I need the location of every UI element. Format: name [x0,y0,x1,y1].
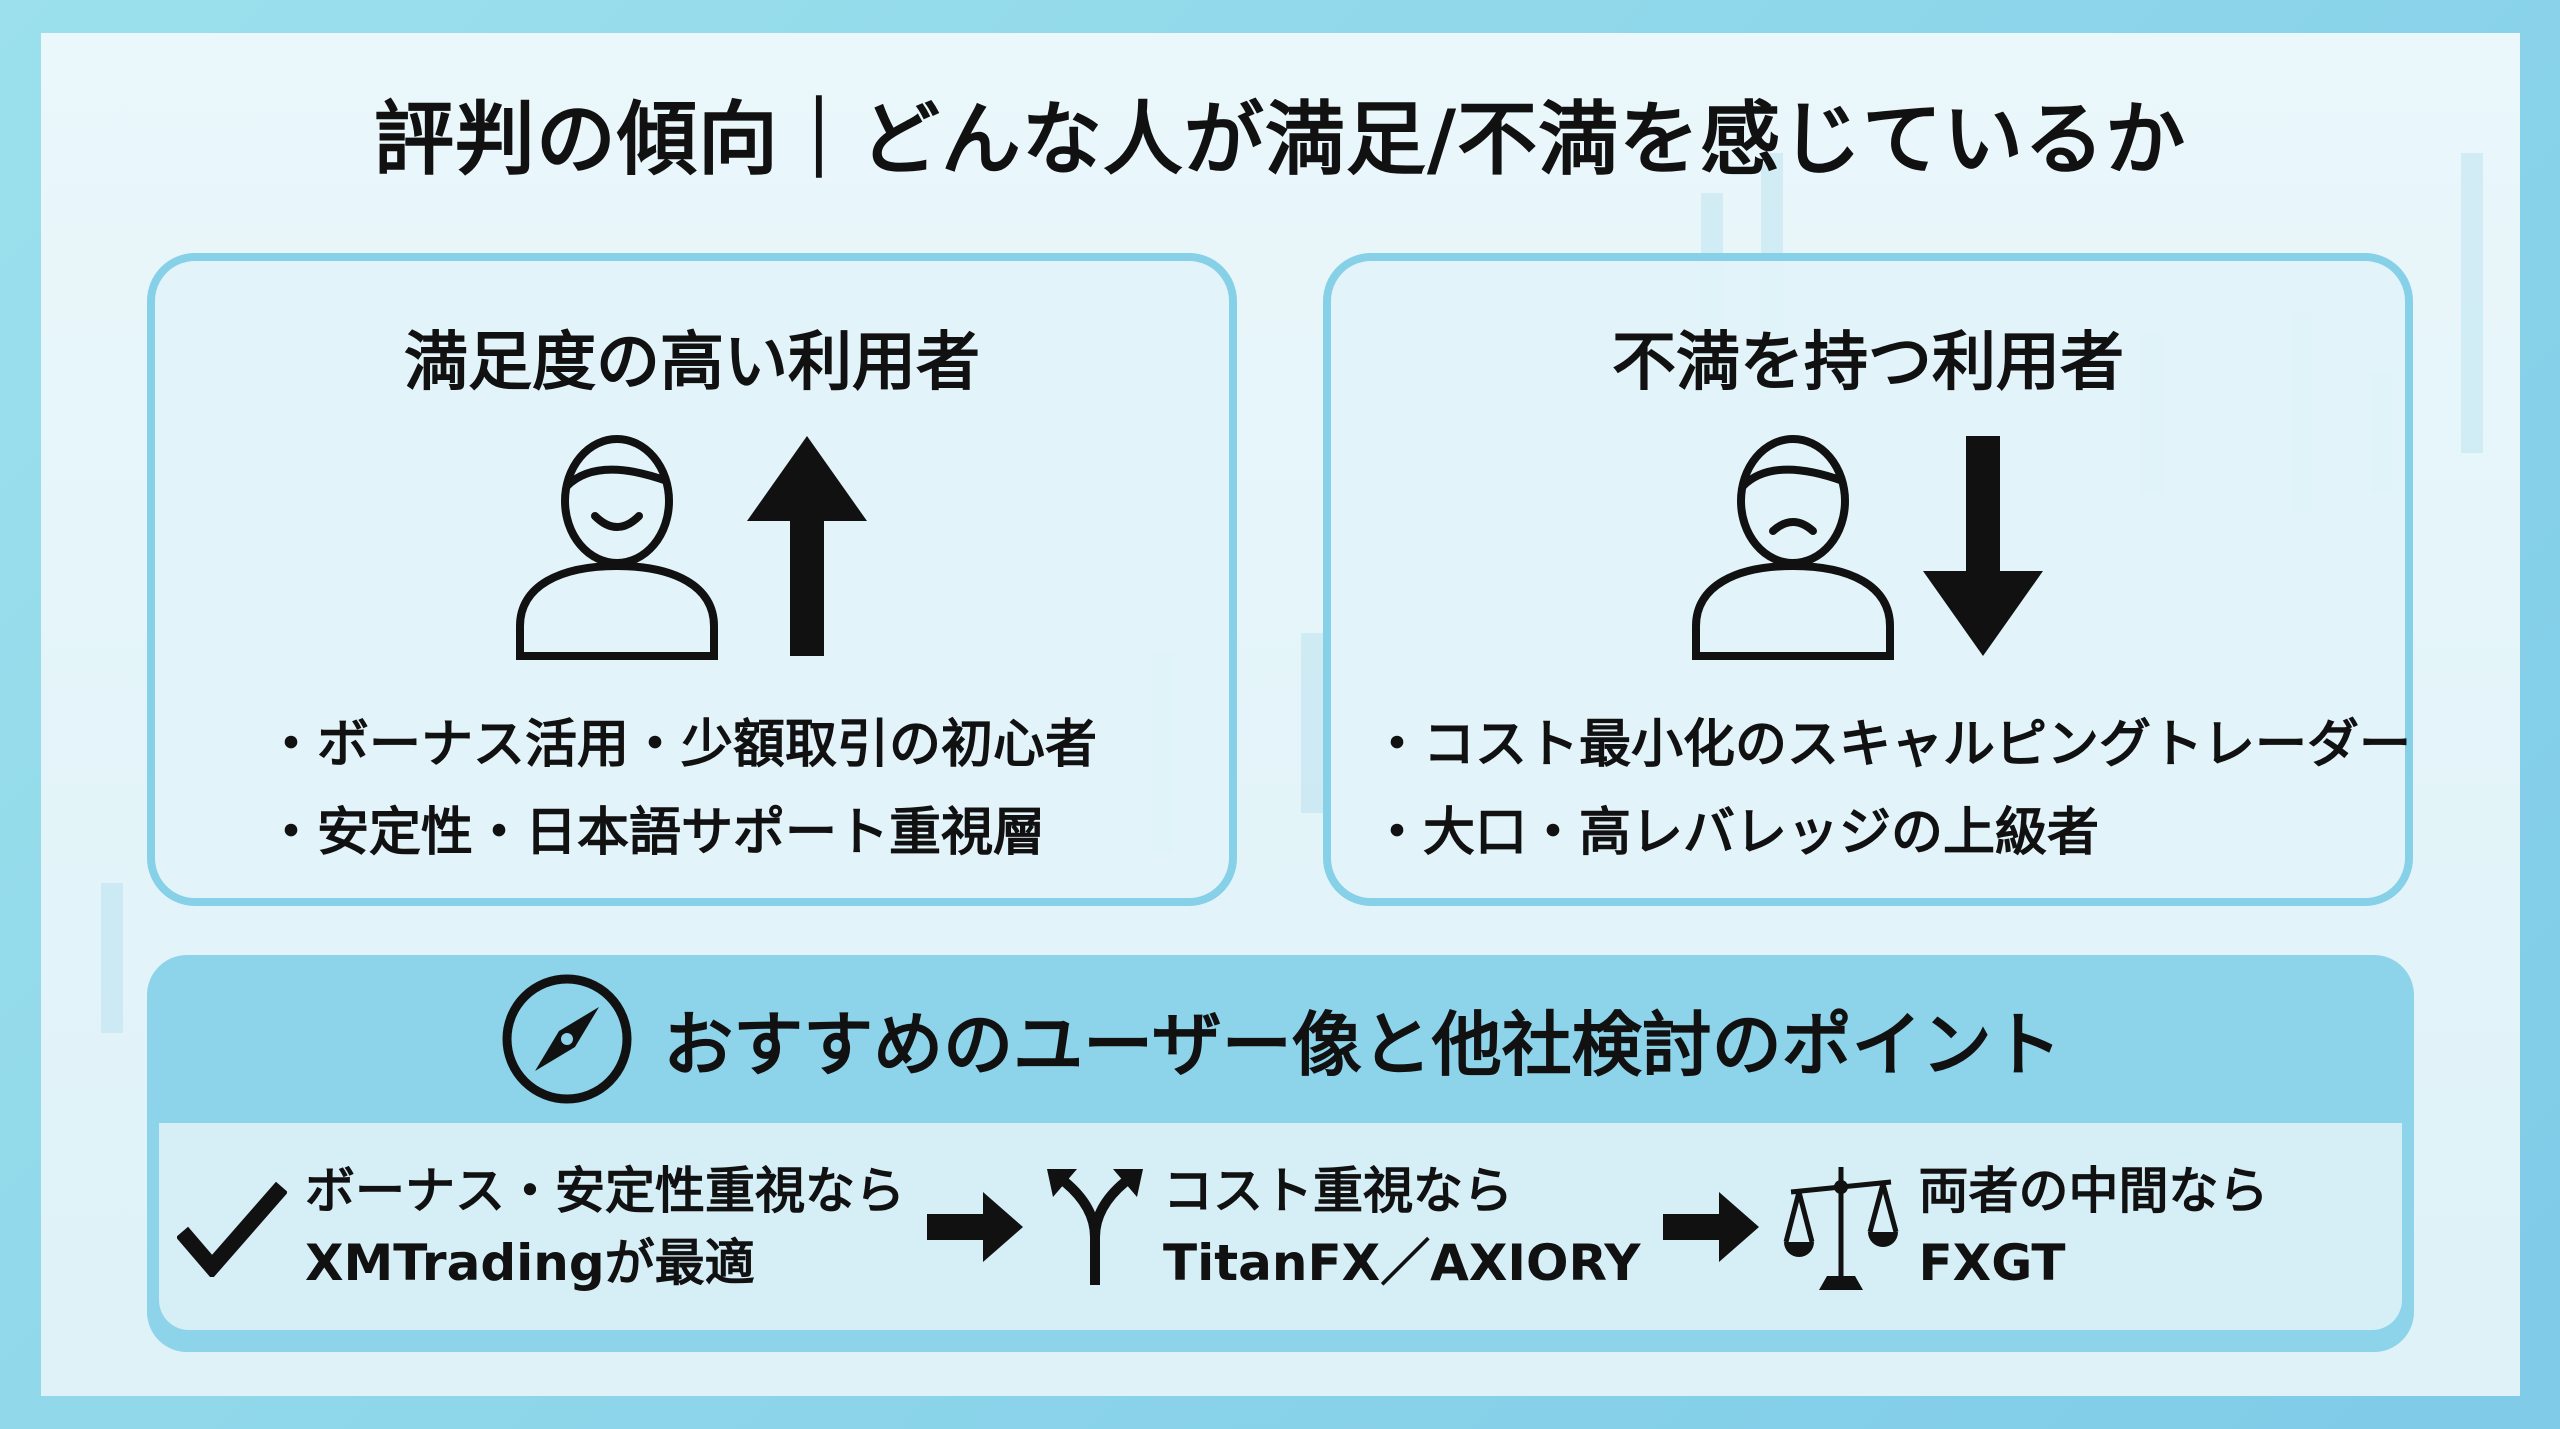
satisfied-heading: 満足度の高い利用者 [404,326,980,400]
recommendation-section: おすすめのユーザー像と他社検討のポイント ボーナス・安定性重視なら XMTradi… [147,955,2414,1352]
arrow-right-icon [1662,1191,1759,1262]
satisfied-bullet: ・安定性・日本語サポート重視層 [265,803,1046,863]
step-line: 両者の中間なら [1918,1161,2269,1220]
recommendation-step-xm: ボーナス・安定性重視なら XMTradingが最適 [177,1155,905,1299]
sad-person-icon [1692,435,1894,660]
balance-scale-icon [1783,1166,1898,1290]
fork-arrow-icon [1047,1168,1143,1285]
recommendation-heading: おすすめのユーザー像と他社検討のポイント [663,1003,2062,1086]
satisfied-users-card: 満足度の高い利用者 ・ボーナス活用・少額取引の初心者 ・安定性・日本語サポート重… [147,253,1237,906]
arrow-right-icon [927,1191,1023,1262]
page-title: 評判の傾向｜どんな人が満足/不満を感じているか [373,93,2187,186]
arrow-up-icon [747,436,867,656]
checkmark-icon [177,1181,287,1277]
step-line: FXGT [1918,1233,2066,1292]
step-line: ボーナス・安定性重視なら [305,1161,905,1220]
happy-person-icon [516,435,718,660]
dissatisfied-users-card: 不満を持つ利用者 ・コスト最小化のスキャルピングトレーダー ・大口・高レバレッジ… [1323,253,2413,906]
step-line: コスト重視なら [1163,1161,1513,1220]
step-line: XMTradingが最適 [305,1233,755,1292]
dissatisfied-heading: 不満を持つ利用者 [1612,326,2124,400]
recommendation-step-cost: コスト重視なら TitanFX／AXIORY [1045,1155,1641,1299]
arrow-down-icon [1923,436,2043,656]
step-line: TitanFX／AXIORY [1163,1233,1641,1292]
satisfied-bullet: ・ボーナス活用・少額取引の初心者 [265,715,1098,775]
recommendation-step-middle: 両者の中間なら FXGT [1781,1155,2269,1299]
compass-icon [502,974,632,1104]
dissatisfied-bullet: ・大口・高レバレッジの上級者 [1371,803,2100,863]
dissatisfied-bullet: ・コスト最小化のスキャルピングトレーダー [1371,715,2412,775]
